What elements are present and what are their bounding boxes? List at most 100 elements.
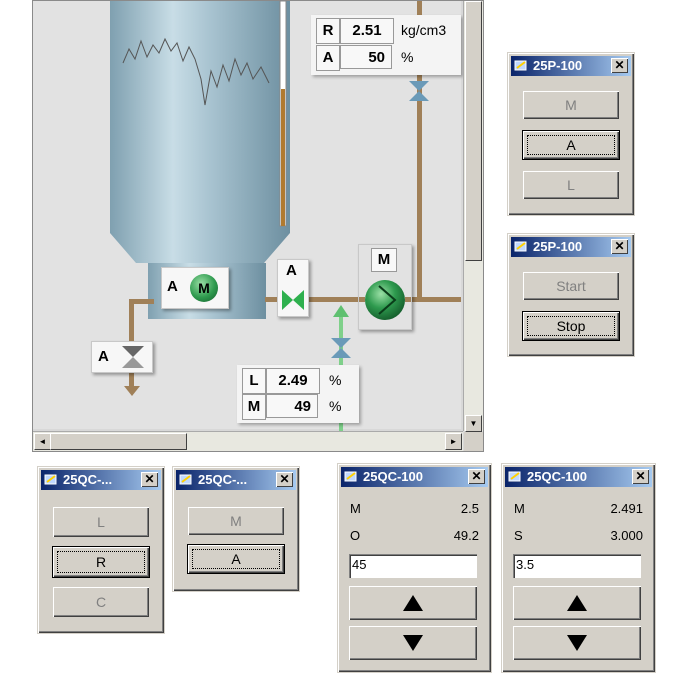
qc-output-decrease-button[interactable]: [349, 626, 477, 660]
level-m-value: 49: [266, 394, 318, 418]
reactor-tank-body: [110, 1, 290, 233]
qc-output-increase-button[interactable]: [349, 586, 477, 620]
qc-output-titlebar[interactable]: 25QC-100: [341, 467, 488, 487]
qc-mode1-button-r[interactable]: R: [52, 546, 150, 578]
qc-setpoint-row-value: 2.491: [610, 501, 643, 516]
level-gauge-fill: [281, 89, 285, 226]
level-l-unit: %: [329, 372, 342, 388]
qc-setpoint-row-label: S: [514, 528, 523, 543]
qc-setpoint-input[interactable]: 3.5: [513, 554, 641, 578]
qc-mode-faceplate-1: 25QC-... ✕ L R C: [37, 466, 165, 634]
qc-mode2-button-a[interactable]: A: [187, 544, 285, 574]
top-valve-icon[interactable]: [409, 81, 429, 101]
arrow-down-icon: [403, 635, 423, 651]
pump-stop-button[interactable]: Stop: [522, 311, 620, 341]
pump-mode-button-l[interactable]: L: [523, 171, 619, 199]
qc-output-faceplate: 25QC-100 ✕ M 2.5 O 49.2 45: [337, 463, 492, 673]
faceplate-app-icon: [508, 471, 521, 482]
scroll-down-button[interactable]: ▼: [465, 415, 482, 432]
qc-output-row-value: 2.5: [460, 501, 479, 516]
faceplate-app-icon: [44, 474, 57, 485]
qc-setpoint-titlebar[interactable]: 25QC-100: [505, 467, 652, 487]
density-a-unit: %: [401, 49, 414, 65]
arrow-up-icon: [567, 595, 587, 611]
scroll-right-button[interactable]: ►: [445, 433, 462, 450]
drain-arrow-icon: [124, 386, 140, 396]
density-a-value: 50: [340, 45, 392, 69]
faceplate-app-icon: [514, 60, 527, 71]
agitator-motor-icon[interactable]: M: [190, 274, 218, 302]
trend-line: [122, 37, 270, 106]
qc-mode1-button-l[interactable]: L: [53, 507, 149, 537]
qc-mode1-titlebar[interactable]: 25QC-...: [41, 470, 161, 490]
agitator-motor-label: M: [198, 280, 210, 296]
pump-command-faceplate: 25P-100 ✕ Start Stop: [507, 233, 635, 357]
qc-setpoint-title: 25QC-100: [527, 469, 587, 484]
qc-setpoint-row-value: 3.000: [610, 528, 643, 543]
qc-setpoint-faceplate: 25QC-100 ✕ M 2.491 S 3.000 3.5: [501, 463, 656, 673]
qc-mode-faceplate-2: 25QC-... ✕ M A: [172, 466, 300, 592]
density-r-unit: kg/cm3: [401, 22, 447, 38]
close-button[interactable]: ✕: [611, 239, 628, 254]
faceplate-app-icon: [514, 241, 527, 252]
process-valve-faceplate[interactable]: A: [277, 259, 309, 317]
pipe-right-vertical: [417, 1, 422, 301]
qc-mode2-title: 25QC-...: [198, 472, 248, 487]
pump-mode-button-a[interactable]: A: [522, 130, 620, 160]
qc-output-title: 25QC-100: [363, 469, 423, 484]
vertical-scroll-thumb[interactable]: [465, 1, 482, 261]
pump-command-titlebar[interactable]: 25P-100: [511, 237, 631, 257]
qc-output-row-value: 49.2: [453, 528, 479, 543]
density-r-label: R: [316, 18, 340, 44]
faceplate-app-icon: [179, 474, 192, 485]
qc-setpoint-increase-button[interactable]: [513, 586, 641, 620]
close-button[interactable]: ✕: [632, 469, 649, 484]
vertical-scrollbar[interactable]: ▼: [463, 1, 483, 432]
level-readout: L 2.49 % M 49 %: [237, 365, 359, 423]
qc-output-row-label: O: [350, 528, 361, 543]
inlet-arrow-icon: [333, 305, 349, 317]
arrow-up-icon: [403, 595, 423, 611]
pump-command-title: 25P-100: [533, 239, 583, 254]
scrollbar-corner: [464, 432, 483, 451]
qc-mode2-button-m[interactable]: M: [188, 507, 284, 535]
qc-mode2-titlebar[interactable]: 25QC-...: [176, 470, 296, 490]
close-button[interactable]: ✕: [276, 472, 293, 487]
qc-output-input[interactable]: 45: [349, 554, 477, 578]
drain-valve-faceplate[interactable]: A: [91, 341, 153, 373]
pump-mode-button-m[interactable]: M: [523, 91, 619, 119]
reactor-tank-cone: [110, 233, 290, 263]
level-l-label: L: [242, 368, 266, 394]
density-a-label: A: [316, 45, 340, 71]
arrow-down-icon: [567, 635, 587, 651]
level-l-value: 2.49: [266, 368, 320, 394]
scroll-left-button[interactable]: ◄: [34, 433, 51, 450]
level-m-label: M: [242, 394, 266, 420]
qc-setpoint-decrease-button[interactable]: [513, 626, 641, 660]
pump-mode-title: 25P-100: [533, 58, 583, 73]
close-button[interactable]: ✕: [141, 472, 158, 487]
pump-faceplate[interactable]: M: [358, 244, 412, 330]
horizontal-scrollbar[interactable]: ◄ ►: [33, 431, 463, 451]
pipe-drain-horizontal: [129, 299, 154, 304]
pump-start-button[interactable]: Start: [523, 272, 619, 300]
level-m-unit: %: [329, 398, 342, 414]
process-graphic-window: R 2.51 kg/cm3 A 50 % A M A M A: [32, 0, 484, 452]
pump-mode-faceplate: 25P-100 ✕ M A L: [507, 52, 635, 216]
inlet-valve-icon[interactable]: [331, 338, 351, 358]
process-canvas: R 2.51 kg/cm3 A 50 % A M A M A: [33, 1, 461, 431]
close-button[interactable]: ✕: [468, 469, 485, 484]
horizontal-scroll-thumb[interactable]: [50, 433, 187, 450]
faceplate-app-icon: [344, 471, 357, 482]
process-valve-mode: A: [286, 262, 297, 279]
pipe-tank-to-pump: [265, 297, 365, 302]
pump-mode-label: M: [371, 248, 397, 272]
close-button[interactable]: ✕: [611, 58, 628, 73]
drain-valve-mode: A: [98, 348, 109, 365]
qc-mode1-button-c[interactable]: C: [53, 587, 149, 617]
agitator-faceplate[interactable]: A M: [161, 267, 229, 309]
process-valve-icon: [282, 290, 304, 310]
agitator-mode-label: A: [167, 278, 178, 295]
pump-mode-titlebar[interactable]: 25P-100: [511, 56, 631, 76]
pump-body: [365, 280, 405, 320]
